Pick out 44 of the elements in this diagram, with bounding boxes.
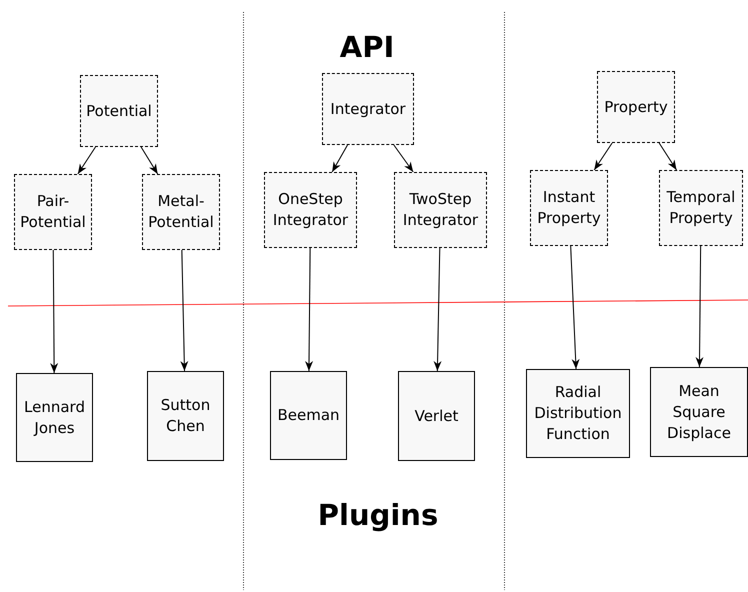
- arrow: [77, 146, 96, 174]
- dashed-box: [530, 170, 608, 246]
- node-label: Integrator: [330, 98, 406, 120]
- box: [16, 373, 93, 462]
- arrow: [434, 248, 442, 372]
- arrow: [696, 246, 704, 368]
- box: [270, 371, 347, 460]
- node-label: Mean Square Displace: [666, 380, 732, 444]
- node-label: Potential: [86, 100, 152, 122]
- node-label: Verlet: [414, 406, 458, 426]
- box: [398, 371, 475, 461]
- section-heading: Plugins: [316, 498, 440, 532]
- node-label: Pair-Potential: [19, 191, 87, 233]
- node-label: Metal-Potential: [147, 191, 215, 233]
- arrow: [594, 142, 613, 170]
- dashed-box: [659, 170, 743, 246]
- node-label: Beeman: [277, 405, 340, 426]
- arrow: [305, 248, 314, 372]
- dashed-box: [322, 73, 414, 145]
- node-label: Sutton Chen: [160, 395, 212, 437]
- dashed-box: [264, 172, 357, 248]
- node-label: OneStep Integrator: [272, 189, 350, 231]
- arrow: [140, 146, 158, 174]
- node-label: TwoStep Integrator: [402, 189, 480, 231]
- node-label: Temporal Property: [666, 187, 736, 229]
- dashed-box: [394, 172, 487, 248]
- box: [526, 369, 630, 458]
- node-label: Instant Property: [536, 187, 602, 229]
- node-label: Radial Distribution Function: [533, 382, 623, 445]
- box: [147, 371, 224, 461]
- dashed-box: [80, 75, 158, 147]
- arrow: [180, 250, 188, 372]
- node-label: Property: [604, 96, 668, 118]
- box: [650, 367, 748, 457]
- arrow: [50, 250, 58, 374]
- node-label: Lennard Jones: [23, 396, 86, 438]
- arrow: [393, 144, 414, 172]
- arrow: [570, 246, 580, 370]
- dashed-box: [142, 174, 220, 250]
- arrow: [658, 142, 678, 170]
- dashed-box: [14, 174, 92, 250]
- arrow: [332, 144, 348, 172]
- dashed-box: [597, 71, 675, 143]
- section-heading: API: [338, 30, 396, 64]
